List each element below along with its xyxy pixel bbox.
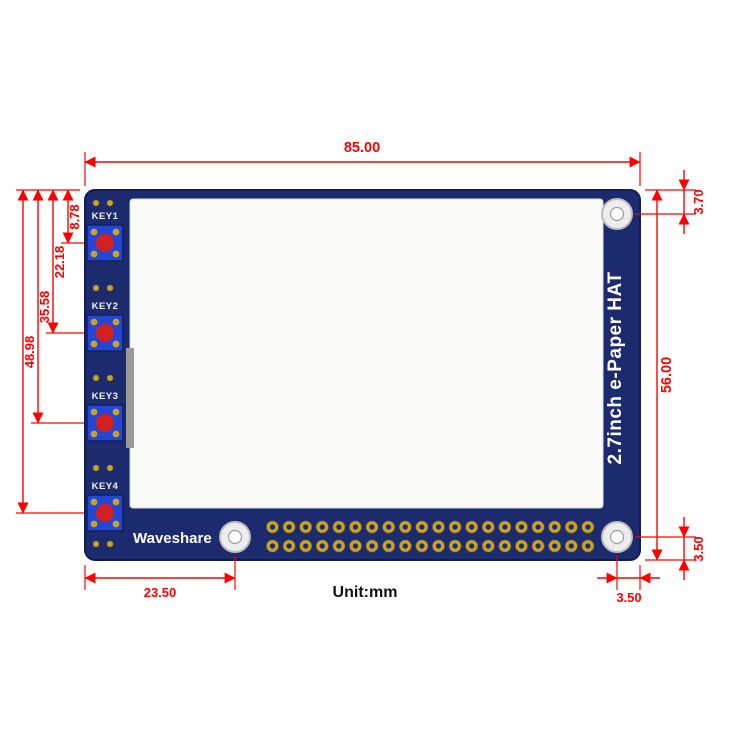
dim-width-label: 85.00	[344, 140, 380, 156]
unit-note: Unit:mm	[333, 584, 398, 601]
key3-label: KEY3	[92, 391, 119, 402]
display-ribbon-connector	[126, 348, 134, 448]
mounting-hole-bottom-right	[601, 521, 633, 553]
gpio-header	[266, 520, 595, 553]
mounting-hole-bottom-left	[219, 521, 251, 553]
key1-button: KEY1	[86, 211, 124, 262]
dim-key1-label: 8.78	[67, 204, 82, 229]
product-name-text: 2.7inch e-Paper HAT	[605, 272, 626, 465]
key2-button: KEY2	[86, 301, 124, 352]
dim-height-label: 56.00	[659, 357, 675, 393]
dim-hole-bottom-offset: 3.50	[678, 517, 706, 580]
solder-pads	[92, 199, 114, 548]
dim-hole-top-offset: 3.70	[678, 170, 706, 234]
dimension-annotations: 85.00 8.78 22.18 35.58 48.98 56.00 3.70 …	[16, 140, 706, 605]
mounting-hole-top-right	[601, 198, 633, 230]
pcb-board: KEY1 KEY2 KEY3 KEY4	[84, 189, 641, 561]
dim-hole-left-label: 23.50	[144, 585, 177, 600]
dim-key2-label: 22.18	[52, 246, 67, 279]
key4-button: KEY4	[86, 481, 124, 532]
key4-label: KEY4	[92, 481, 119, 492]
key1-label: KEY1	[92, 211, 119, 222]
key3-cap	[96, 414, 114, 432]
dim-hole-top-offset-label: 3.70	[691, 189, 706, 214]
dim-hole-right-offset-label: 3.50	[616, 590, 641, 605]
key1-cap	[96, 234, 114, 252]
dim-hole-right-offset: 3.50	[597, 572, 660, 605]
epaper-display-panel	[129, 198, 604, 509]
dim-key3-label: 35.58	[37, 291, 52, 324]
dim-key4-label: 48.98	[22, 336, 37, 369]
brand-text: Waveshare	[133, 530, 212, 547]
dim-hole-bottom-offset-label: 3.50	[691, 536, 706, 561]
key2-cap	[96, 324, 114, 342]
key4-cap	[96, 504, 114, 522]
key3-button: KEY3	[86, 391, 124, 442]
key2-label: KEY2	[92, 301, 119, 312]
